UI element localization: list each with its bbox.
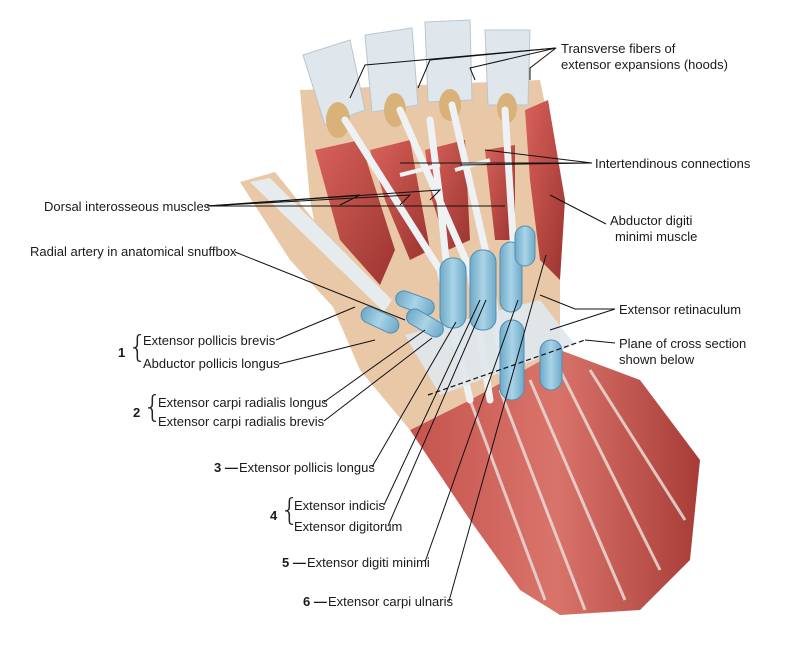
compartment-number-3: 3 —: [214, 460, 238, 475]
label-extensor-digiti-minimi: Extensor digiti minimi: [307, 555, 430, 570]
label-intertendinous-connections: Intertendinous connections: [595, 156, 751, 171]
forearm-tendon-streaks: [468, 369, 687, 611]
compartment-number-5: 5 —: [282, 555, 306, 570]
thumb-tendon: [250, 178, 392, 312]
label-transverse-fibers-line1: Transverse fibers of: [561, 41, 676, 56]
extensor-retinaculum: [405, 300, 575, 395]
brace-4: {: [280, 493, 300, 528]
compartment-number-2: 2: [133, 405, 141, 420]
brace-1: {: [128, 330, 148, 365]
label-extensor-carpi-ulnaris: Extensor carpi ulnaris: [328, 594, 453, 609]
label-extensor-retinaculum: Extensor retinaculum: [619, 302, 742, 317]
compartment-number-4: 4: [270, 508, 278, 523]
forearm-muscles: [410, 350, 700, 615]
label-extensor-digitorum: Extensor digitorum: [294, 519, 403, 534]
compartment-number-6: 6 —: [303, 594, 327, 609]
brace-2: {: [143, 390, 163, 425]
label-abductor-digiti-minimi-line1: Abductor digiti: [610, 213, 693, 228]
finger-hoods: [302, 19, 531, 126]
label-abductor-digiti-minimi-line2: minimi muscle: [615, 229, 698, 244]
label-extensor-indicis: Extensor indicis: [294, 498, 386, 513]
label-extensor-pollicis-brevis: Extensor pollicis brevis: [143, 333, 276, 348]
label-abductor-pollicis-longus: Abductor pollicis longus: [143, 356, 280, 371]
abductor-digiti-minimi-muscle: [525, 100, 565, 280]
label-extensor-carpi-radialis-brevis: Extensor carpi radialis brevis: [158, 414, 325, 429]
label-transverse-fibers-line2: extensor expansions (hoods): [561, 57, 728, 72]
leader-lines: [206, 47, 616, 602]
label-radial-artery: Radial artery in anatomical snuffbox: [30, 244, 237, 259]
label-plane-cross-section-line1: Plane of cross section: [619, 336, 747, 351]
label-extensor-pollicis-longus: Extensor pollicis longus: [239, 460, 375, 475]
label-plane-cross-section-line2: shown below: [619, 352, 695, 367]
thumb: [240, 172, 395, 330]
cross-section-plane: [427, 339, 586, 396]
label-dorsal-interosseous-muscles: Dorsal interosseous muscles: [44, 199, 211, 214]
label-extensor-carpi-radialis-longus: Extensor carpi radialis longus: [158, 395, 328, 410]
synovial-sheaths: [360, 225, 563, 401]
compartment-number-1: 1: [118, 345, 126, 360]
